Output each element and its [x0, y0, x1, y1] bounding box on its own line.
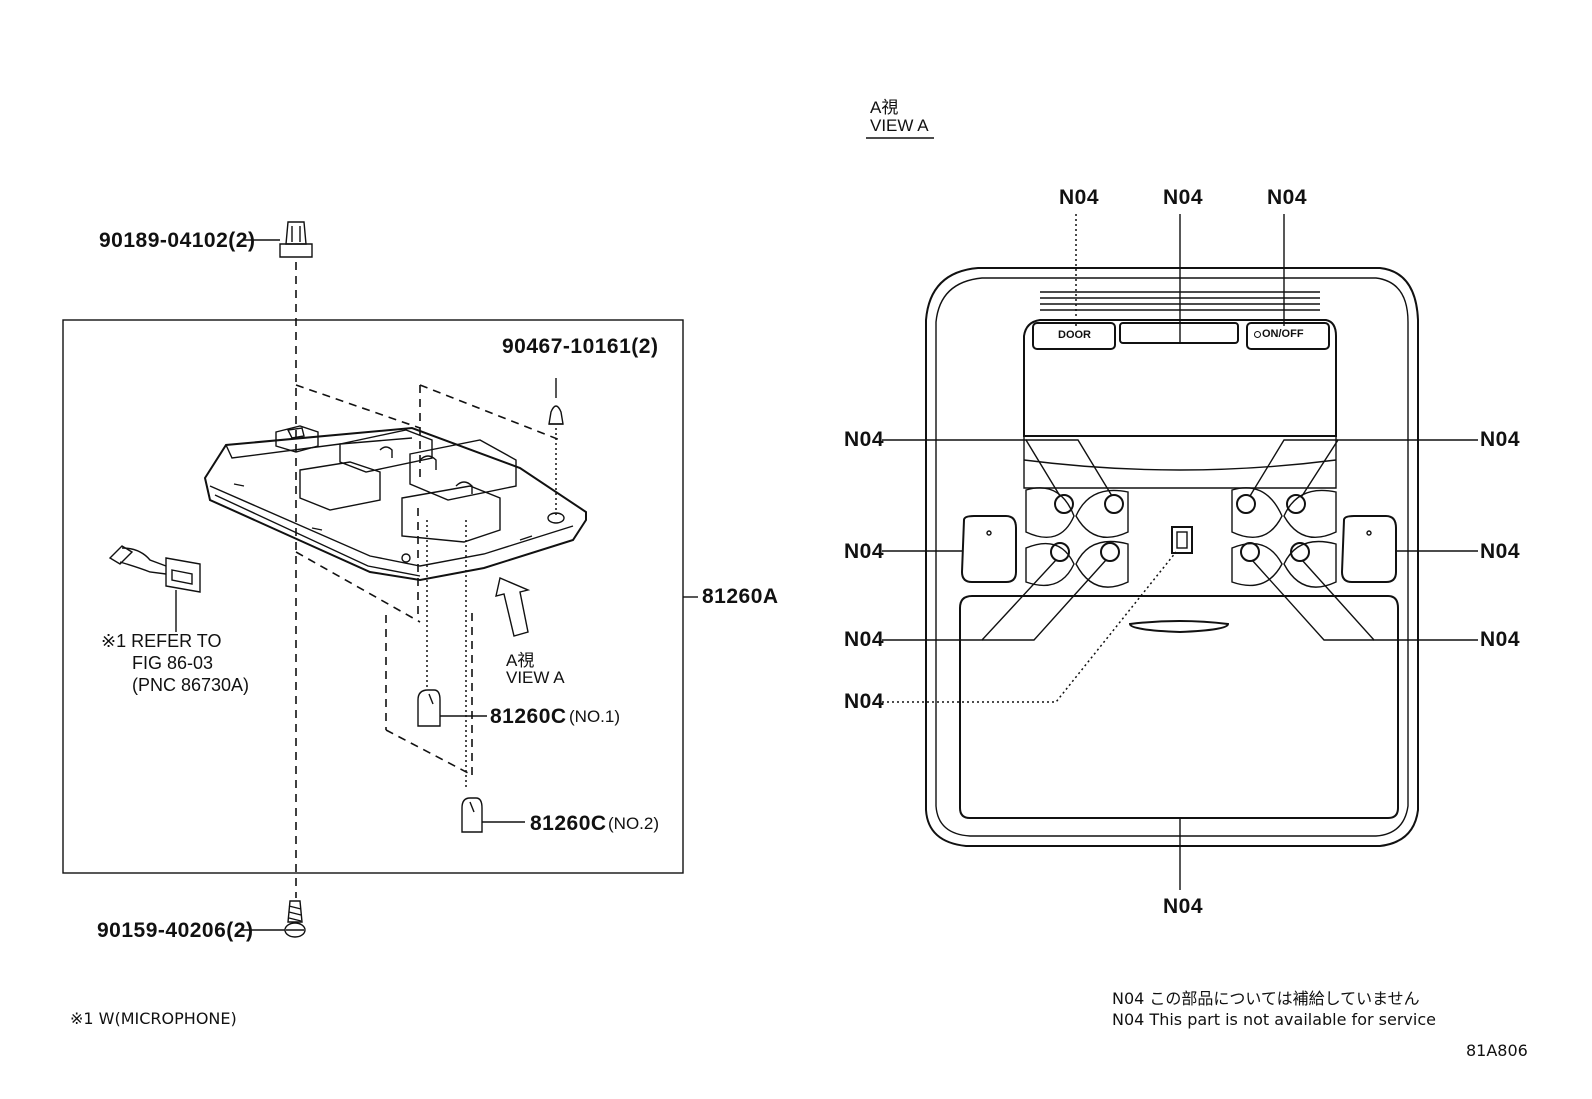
- callout-bottom: N04: [1163, 895, 1204, 918]
- callout-left-1: N04: [844, 428, 885, 451]
- callout-right-2: N04: [1480, 540, 1521, 563]
- right-view-en: VIEW A: [870, 116, 929, 135]
- note-jp: N04 この部品については補給していません: [1112, 989, 1420, 1008]
- onoff-button-dot: [1254, 331, 1261, 338]
- callout-left-4: N04: [844, 690, 885, 713]
- assembly-frame: [62, 319, 684, 874]
- lamp-housing: [203, 425, 587, 582]
- ref-line-3: (PNC 86730A): [132, 675, 250, 695]
- label-top-clip: 90189-04102(2): [99, 229, 256, 252]
- sunglass-holder: [959, 595, 1399, 819]
- bottom-screw-icon: [284, 900, 306, 938]
- figure-code: 81A806: [1466, 1041, 1528, 1060]
- callout-top-left: N04: [1059, 186, 1100, 209]
- view-arrow-icon: [495, 577, 531, 637]
- left-view-jp: A視: [506, 651, 535, 670]
- bulb-no1-icon: [417, 689, 441, 727]
- label-bottom-screw: 90159-40206(2): [97, 919, 254, 942]
- ref-line-1: ※1 REFER TO: [101, 631, 222, 651]
- callout-right-3: N04: [1480, 628, 1521, 651]
- callout-left-2: N04: [844, 540, 885, 563]
- inner-clip-icon: [548, 378, 564, 425]
- callout-leaders: [882, 214, 1478, 890]
- map-lamp-lenses: [1025, 487, 1337, 588]
- label-bulb2-tag: (NO.2): [608, 814, 659, 833]
- label-bulb1: 81260C: [490, 705, 567, 728]
- callout-top-right: N04: [1267, 186, 1308, 209]
- note-en: N04 This part is not available for servi…: [1112, 1010, 1436, 1029]
- door-button-label: DOOR: [1058, 329, 1091, 341]
- bulb-no2-icon: [461, 797, 483, 833]
- label-inner-clip: 90467-10161(2): [502, 335, 659, 358]
- onoff-button-label: ON/OFF: [1262, 328, 1304, 340]
- callout-top-center: N04: [1163, 186, 1204, 209]
- ref-line-2: FIG 86-03: [132, 653, 214, 673]
- microphone-connector-icon: [108, 545, 201, 632]
- side-switches: [960, 515, 1397, 583]
- overhead-console-outline: [925, 267, 1419, 847]
- footnote-microphone: ※1 W(MICROPHONE): [70, 1009, 237, 1028]
- callout-left-3: N04: [844, 628, 885, 651]
- left-view-en: VIEW A: [506, 668, 565, 687]
- label-assembly: 81260A: [702, 585, 779, 608]
- right-view-jp: A視: [870, 98, 899, 117]
- projection-lines: [295, 384, 561, 790]
- callout-right-1: N04: [1480, 428, 1521, 451]
- label-bulb1-tag: (NO.1): [569, 707, 620, 726]
- label-bulb2: 81260C: [530, 812, 607, 835]
- top-clip-icon: [279, 221, 313, 258]
